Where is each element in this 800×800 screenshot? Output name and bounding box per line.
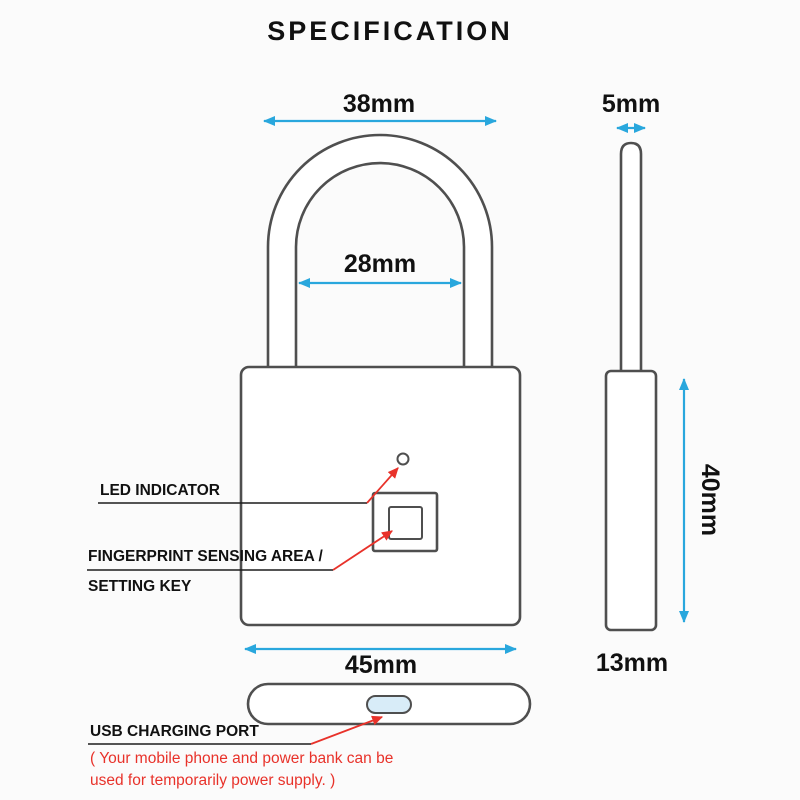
dim-label-body-width: 45mm	[345, 651, 417, 679]
bottom-view	[246, 682, 532, 726]
power-supply-note-line2: used for temporarily power supply. )	[90, 772, 335, 789]
dim-label-body-thickness: 13mm	[596, 649, 668, 677]
dim-label-shackle-outer-width: 38mm	[343, 90, 415, 118]
fingerprint-label-line2: SETTING KEY	[88, 578, 192, 595]
lock-body-front	[239, 365, 522, 627]
usb-port	[366, 695, 412, 714]
dim-label-shackle-inner-width: 28mm	[344, 250, 416, 278]
led-indicator-label: LED INDICATOR	[100, 482, 220, 499]
shackle-side	[619, 141, 643, 374]
callouts: LED INDICATOR FINGERPRINT SENSING AREA /…	[87, 467, 399, 789]
usb-leader-arrow	[310, 715, 384, 745]
fingerprint-sensor-inner	[388, 506, 423, 540]
front-view: 38mm 28mm 45mm	[239, 90, 522, 679]
led-leader-arrow	[366, 467, 399, 504]
page-title: SPECIFICATION	[267, 16, 513, 46]
lock-body-side	[604, 369, 658, 632]
dim-label-shackle-diameter: 5mm	[602, 90, 660, 118]
side-view: 5mm 40mm 13mm	[596, 90, 724, 677]
fingerprint-label-line1: FINGERPRINT SENSING AREA /	[88, 548, 324, 565]
fingerprint-sensor-outer	[371, 491, 439, 553]
fingerprint-leader-arrow	[332, 530, 393, 571]
usb-charging-port-label: USB CHARGING PORT	[90, 723, 259, 740]
power-supply-note-line1: ( Your mobile phone and power bank can b…	[90, 750, 393, 767]
shackle-front	[266, 133, 494, 370]
dim-label-body-height: 40mm	[696, 464, 724, 536]
led-indicator-dot	[396, 452, 410, 466]
